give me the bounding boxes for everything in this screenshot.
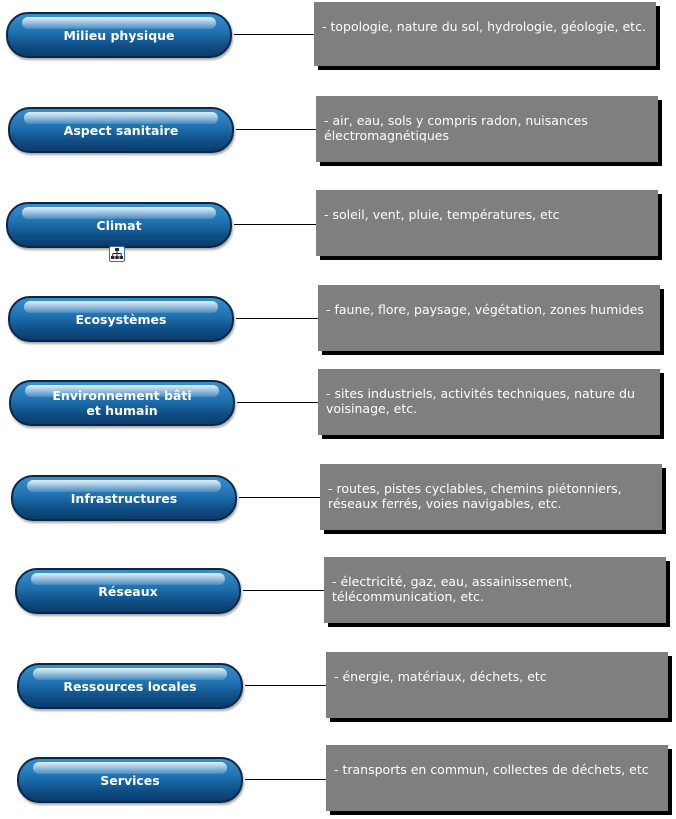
node-label: Ecosystèmes — [75, 311, 167, 327]
node-ecosystemes[interactable]: Ecosystèmes — [8, 296, 234, 342]
node-ressources-locales[interactable]: Ressources locales — [17, 663, 243, 709]
node-services[interactable]: Services — [17, 757, 243, 803]
hierarchy-icon[interactable] — [109, 246, 125, 262]
description-services: - transports en commun, collectes de déc… — [326, 745, 668, 811]
connector-line — [243, 590, 324, 591]
description-climat: - soleil, vent, pluie, températures, etc — [316, 190, 658, 256]
connector-line — [236, 318, 318, 319]
node-environnement-bati[interactable]: Environnement bâti et humain — [9, 380, 235, 426]
node-climat[interactable]: Climat — [6, 202, 232, 248]
node-aspect-sanitaire[interactable]: Aspect sanitaire — [8, 107, 234, 153]
connector-line — [237, 402, 318, 403]
description-ressources-locales: - énergie, matériaux, déchets, etc — [326, 652, 668, 718]
node-label: Milieu physique — [63, 27, 175, 43]
node-label: Climat — [96, 217, 142, 233]
connector-line — [239, 497, 320, 498]
node-reseaux[interactable]: Réseaux — [15, 568, 241, 614]
description-infrastructures: - routes, pistes cyclables, chemins piét… — [320, 464, 662, 530]
node-label: Réseaux — [98, 583, 158, 599]
connector-line — [245, 779, 326, 780]
node-infrastructures[interactable]: Infrastructures — [11, 475, 237, 521]
connector-line — [236, 129, 316, 130]
description-reseaux: - électricité, gaz, eau, assainissement,… — [324, 557, 666, 623]
description-environnement-bati: - sites industriels, activités technique… — [318, 369, 660, 435]
node-label: Infrastructures — [70, 490, 178, 506]
connector-line — [234, 224, 316, 225]
node-label: Environnement bâti et humain — [52, 388, 192, 418]
description-aspect-sanitaire: - air, eau, sols y compris radon, nuisan… — [316, 96, 658, 162]
node-label: Ressources locales — [63, 678, 197, 694]
connector-line — [234, 34, 314, 35]
node-label: Services — [100, 772, 160, 788]
description-milieu-physique: - topologie, nature du sol, hydrologie, … — [314, 2, 656, 66]
node-label: Aspect sanitaire — [63, 122, 179, 138]
node-milieu-physique[interactable]: Milieu physique — [6, 12, 232, 58]
description-ecosystemes: - faune, flore, paysage, végétation, zon… — [318, 285, 660, 351]
connector-line — [245, 685, 326, 686]
